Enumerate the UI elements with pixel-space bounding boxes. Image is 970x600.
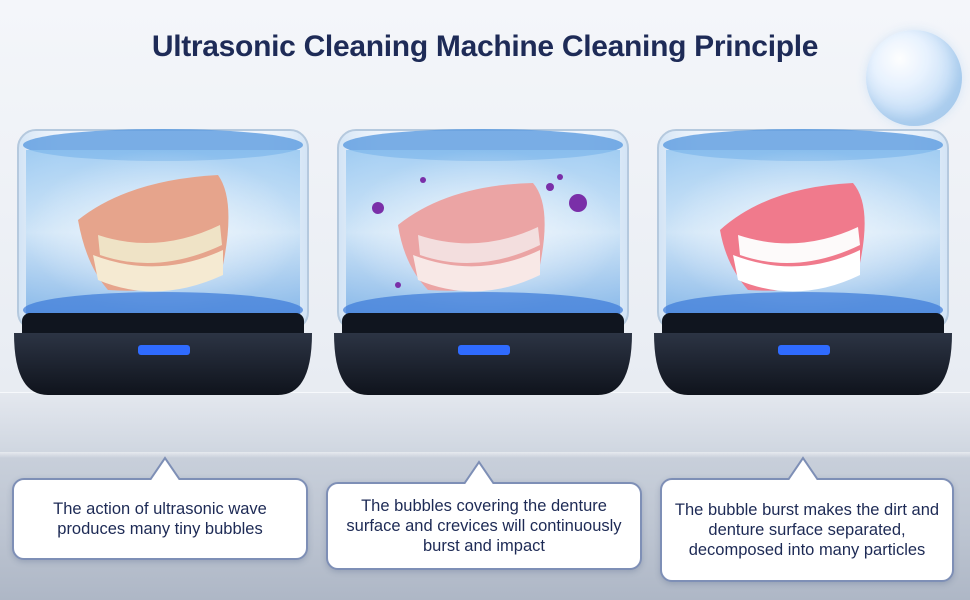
machine-illustration: [334, 129, 632, 395]
machine-illustration: [14, 129, 312, 395]
caption-text: The action of ultrasonic wave produces m…: [53, 500, 267, 538]
cleaning-machine-1: [8, 105, 318, 395]
denture-image: [398, 183, 545, 292]
bacteria-icon: [372, 174, 587, 288]
callout-pointer: [788, 456, 818, 480]
water-bubble-decoration: [866, 30, 962, 126]
caption-box-3: The bubble burst makes the dirt and dent…: [660, 456, 954, 582]
denture-image: [720, 183, 865, 292]
cleaning-machine-2: [328, 105, 638, 395]
countertop: [0, 392, 970, 453]
caption-text: The bubble burst makes the dirt and dent…: [674, 501, 940, 559]
cleaning-machine-3: [648, 105, 958, 395]
callout-pointer: [150, 456, 180, 480]
caption-box-2: The bubbles covering the denture surface…: [326, 460, 642, 570]
denture-image: [78, 175, 229, 292]
page-title: Ultrasonic Cleaning Machine Cleaning Pri…: [151, 30, 819, 63]
machine-illustration: [654, 129, 952, 395]
callout-pointer: [464, 460, 494, 484]
caption-text: The bubbles covering the denture surface…: [346, 497, 622, 555]
caption-box-1: The action of ultrasonic wave produces m…: [12, 456, 308, 560]
